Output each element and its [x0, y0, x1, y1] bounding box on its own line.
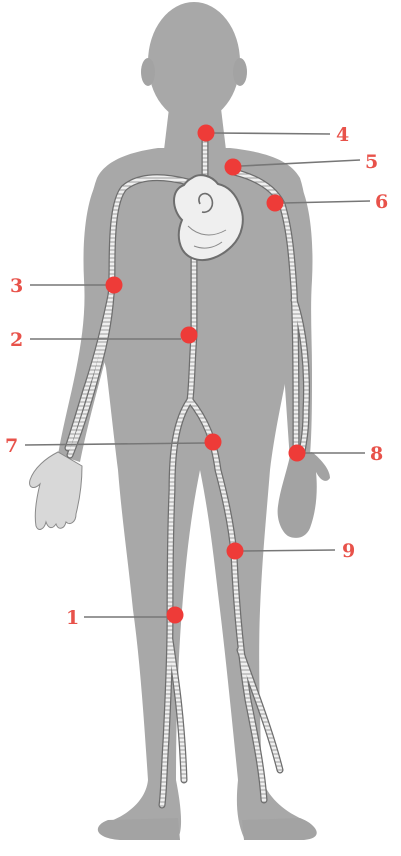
label-3: 3 [10, 275, 23, 297]
marker-4 [198, 125, 215, 142]
marker-7 [205, 434, 222, 451]
marker-6 [267, 195, 284, 212]
label-8: 8 [370, 443, 383, 465]
marker-3 [106, 277, 123, 294]
label-9: 9 [342, 540, 355, 562]
label-7: 7 [5, 435, 18, 457]
label-2: 2 [10, 329, 23, 351]
marker-1 [167, 607, 184, 624]
label-1: 1 [66, 607, 79, 629]
label-4: 4 [336, 124, 349, 146]
marker-8 [289, 445, 306, 462]
marker-5 [225, 159, 242, 176]
marker-2 [181, 327, 198, 344]
marker-9 [227, 543, 244, 560]
label-5: 5 [365, 151, 378, 173]
label-6: 6 [375, 191, 388, 213]
